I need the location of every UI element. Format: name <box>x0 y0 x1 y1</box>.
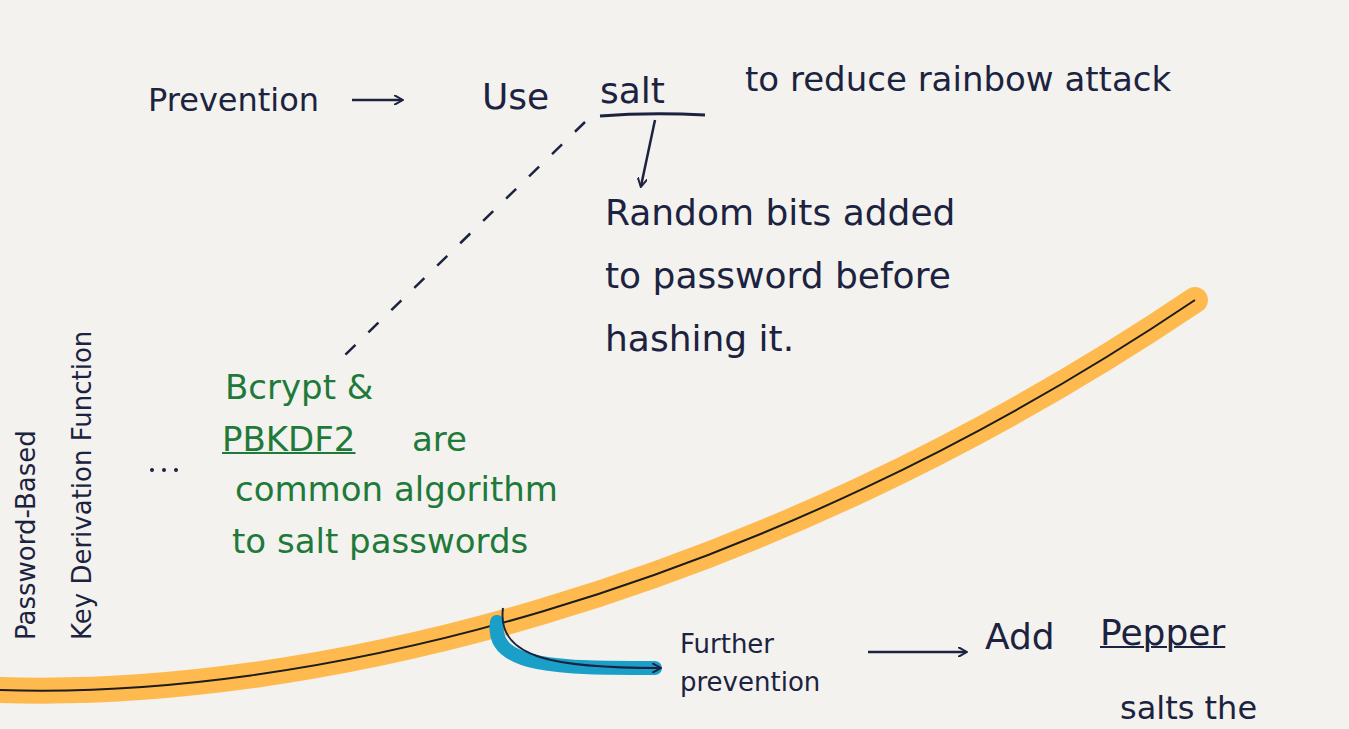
dot <box>162 468 166 472</box>
note-text: Password-Based <box>12 430 42 640</box>
note-text: common algorithm <box>235 470 558 509</box>
note-text: are <box>412 420 467 459</box>
arrow <box>641 120 655 186</box>
arrow <box>868 651 966 654</box>
underline <box>600 114 705 116</box>
note-text: Prevention <box>148 82 319 119</box>
note-text: Further <box>680 630 774 660</box>
note-text: to password before <box>605 255 951 296</box>
note-text: salt <box>600 70 665 111</box>
note-text: hashing it. <box>605 318 794 359</box>
arrow <box>352 99 402 102</box>
dashed-leader <box>340 122 585 360</box>
dot <box>174 468 178 472</box>
note-text: to salt passwords <box>232 522 528 561</box>
note-text: to reduce rainbow attack <box>745 60 1171 99</box>
note-text: salts the <box>1120 690 1257 727</box>
note-text: Random bits added <box>605 192 955 233</box>
note-text: prevention <box>680 668 820 698</box>
note-text: PBKDF2 <box>222 420 356 459</box>
divider-line <box>0 300 1195 691</box>
arrow <box>502 608 660 668</box>
note-text: Use <box>482 76 549 117</box>
note-text: Add <box>985 616 1055 657</box>
dot <box>150 468 154 472</box>
highlight-divider <box>0 300 1195 691</box>
note-text: Bcrypt & <box>225 368 373 407</box>
note-text: Key Derivation Function <box>68 331 98 640</box>
highlight-arrow <box>497 622 655 668</box>
note-text: Pepper <box>1100 612 1225 653</box>
